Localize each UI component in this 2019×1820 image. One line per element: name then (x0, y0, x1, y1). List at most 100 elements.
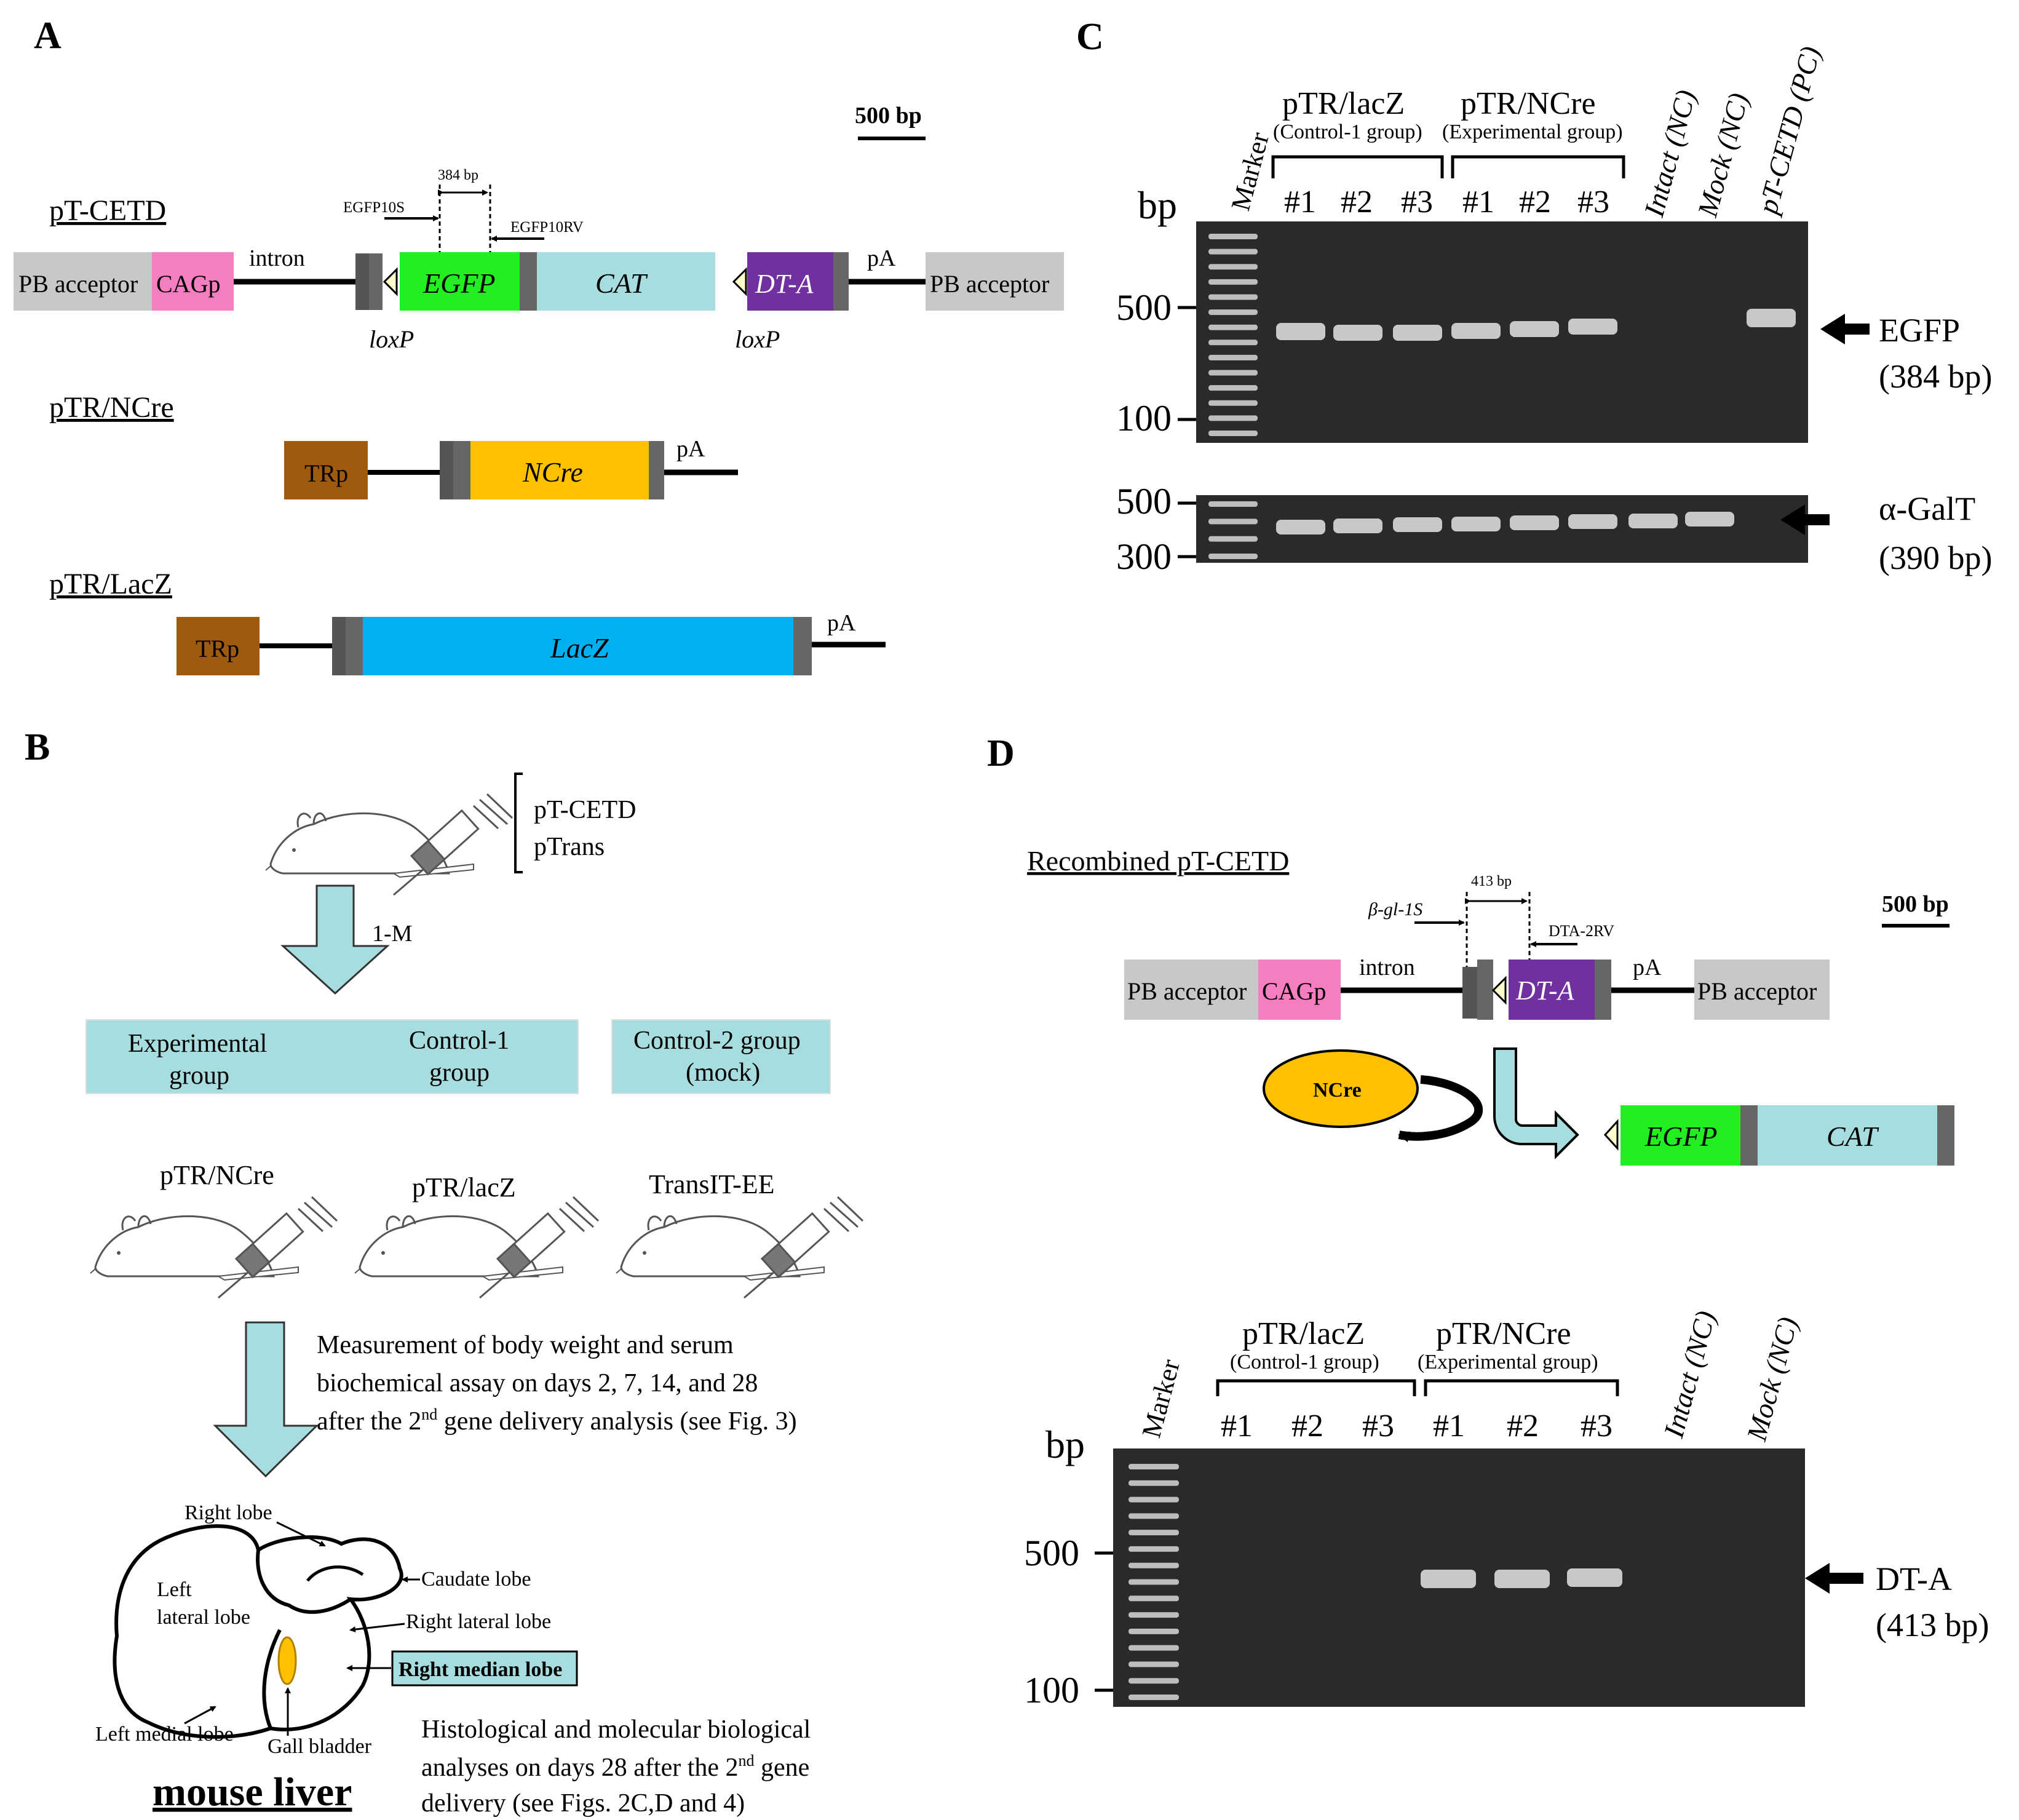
injection-ptrans: pTrans (534, 833, 605, 861)
flow-arrow-1 (280, 884, 390, 995)
gel-d-group2-sub: (Experimental group) (1418, 1351, 1598, 1373)
left-lateral-label-1: Left (157, 1578, 192, 1601)
trp-label: TRp (196, 635, 239, 662)
gel-c-egfp-bands (1276, 309, 1796, 341)
cagp-box (152, 252, 234, 311)
measurement-line3: after the 2nd gene delivery analysis (se… (317, 1405, 797, 1436)
pt-cetd-title: pT-CETD (49, 194, 166, 227)
marker-band (1208, 340, 1258, 346)
loxp-bar (369, 253, 383, 310)
gel-band (1568, 319, 1617, 335)
gel-band (1510, 321, 1559, 337)
gel-band (1421, 1570, 1476, 1588)
d-cagp-box (1258, 960, 1341, 1020)
excised-egfp-label: EGFP (1644, 1121, 1718, 1152)
right-lobe-label: Right lobe (184, 1501, 272, 1524)
lacz-end-bar (793, 617, 812, 675)
treatment-ptr-ncre: pTR/NCre (160, 1160, 274, 1190)
gel-d-bp-label: bp (1045, 1423, 1085, 1466)
lane-label: #1 (1221, 1409, 1253, 1444)
gel-band (1276, 520, 1325, 534)
marker-band (1208, 385, 1258, 391)
panel-a-label: A (34, 15, 61, 57)
gel-band (1747, 309, 1796, 327)
panel-d-label: D (987, 733, 1015, 774)
d-intron-label: intron (1359, 955, 1415, 980)
scale-bar-label: 500 bp (855, 103, 922, 129)
primer-egfp10rv-label: EGFP10RV (510, 219, 584, 236)
group-control1-line2: group (429, 1059, 490, 1087)
liver-outline (113, 1524, 403, 1739)
gel-band (1276, 323, 1325, 340)
gel-c2-tick-300: 300 (1116, 536, 1172, 577)
marker-band (1128, 1530, 1179, 1536)
lane-label: #2 (1507, 1409, 1539, 1444)
gel-band (1510, 515, 1559, 530)
marker-band (1208, 400, 1258, 406)
gall-bladder (277, 1636, 297, 1685)
gel-c-galt-bands (1276, 512, 1734, 534)
right-median-lobe-box (391, 1650, 578, 1687)
gel-c-group2-name: pTR/NCre (1461, 86, 1596, 121)
cat-label: CAT (595, 268, 648, 299)
excision-arrow (1493, 1047, 1579, 1159)
d-loxp-triangle (1491, 976, 1507, 1005)
dta-box (747, 252, 833, 311)
gel-d-bracket-1 (1216, 1379, 1416, 1396)
caudate-lobe-label: Caudate lobe (421, 1568, 531, 1591)
left-medial-lobe-label: Left medial lobe (95, 1723, 234, 1746)
panel-c-label: C (1076, 16, 1104, 58)
d-primer-fwd-label: β-gl-1S (1368, 899, 1422, 920)
injection-pt-cetd: pT-CETD (534, 796, 636, 824)
gel-d-group1-sub: (Control-1 group) (1230, 1351, 1379, 1373)
marker-band (1128, 1612, 1179, 1618)
excised-bar (1740, 1105, 1758, 1166)
gel-c-marker-ladder (1208, 501, 1258, 559)
band-egfp-name: EGFP (1879, 312, 1960, 349)
marker-band (1208, 309, 1258, 316)
lane-label: #3 (1362, 1409, 1394, 1444)
loxp-right-label: loxP (735, 325, 780, 353)
marker-band (1208, 264, 1258, 270)
marker-band (1128, 1645, 1179, 1651)
marker-band (1128, 1480, 1179, 1486)
gel-band (1567, 1568, 1622, 1587)
group-box-main (85, 1019, 579, 1094)
excised-egfp-box (1620, 1105, 1740, 1166)
group-experimental-line1: Experimental (128, 1030, 267, 1058)
histology-line2: analyses on days 28 after the 2nd gene (421, 1752, 809, 1782)
gel-c-group1-name: pTR/lacZ (1282, 86, 1405, 121)
d-loxp-bar (1462, 967, 1477, 1019)
lacz-label: LacZ (550, 632, 609, 664)
pb-acceptor-right-label: PB acceptor (930, 270, 1049, 298)
gel-band (1333, 325, 1382, 341)
right-median-lobe-label: Right median lobe (399, 1658, 562, 1681)
ncre-box (470, 441, 649, 499)
dta-label: DT-A (755, 269, 814, 299)
d-dta-box (1509, 960, 1595, 1020)
marker-band (1128, 1562, 1179, 1568)
marker-band (1128, 1661, 1179, 1667)
marker-band (1208, 324, 1258, 330)
excised-bar (1937, 1105, 1954, 1166)
excised-cat-label: CAT (1827, 1121, 1879, 1152)
d-amplicon-label: 413 bp (1471, 873, 1512, 889)
ptr-ncre-title: pTR/NCre (49, 391, 174, 424)
ptr-lacz-title: pTR/LacZ (49, 568, 172, 600)
d-control-mock-label: Mock (NC) (1740, 1314, 1804, 1445)
marker-band (1208, 554, 1258, 559)
control-intact-label: Intact (NC) (1638, 87, 1702, 221)
gel-d-tick-100: 100 (1024, 1670, 1079, 1711)
lacz-bar (346, 617, 363, 675)
histology-line3: delivery (see Figs. 2C,D and 4) (421, 1789, 745, 1818)
gel-band (1393, 325, 1442, 341)
marker-band (1208, 294, 1258, 300)
gel-c-marker-ladder (1208, 234, 1258, 436)
marker-band (1208, 279, 1258, 285)
measurement-line2: biochemical assay on days 2, 7, 14, and … (317, 1369, 758, 1397)
band-galt-size: (390 bp) (1879, 539, 1992, 576)
measurement-line1: Measurement of body weight and serum (317, 1331, 734, 1359)
flow-arrow-2 (213, 1321, 319, 1478)
liver-lobe-line (256, 1549, 352, 1614)
